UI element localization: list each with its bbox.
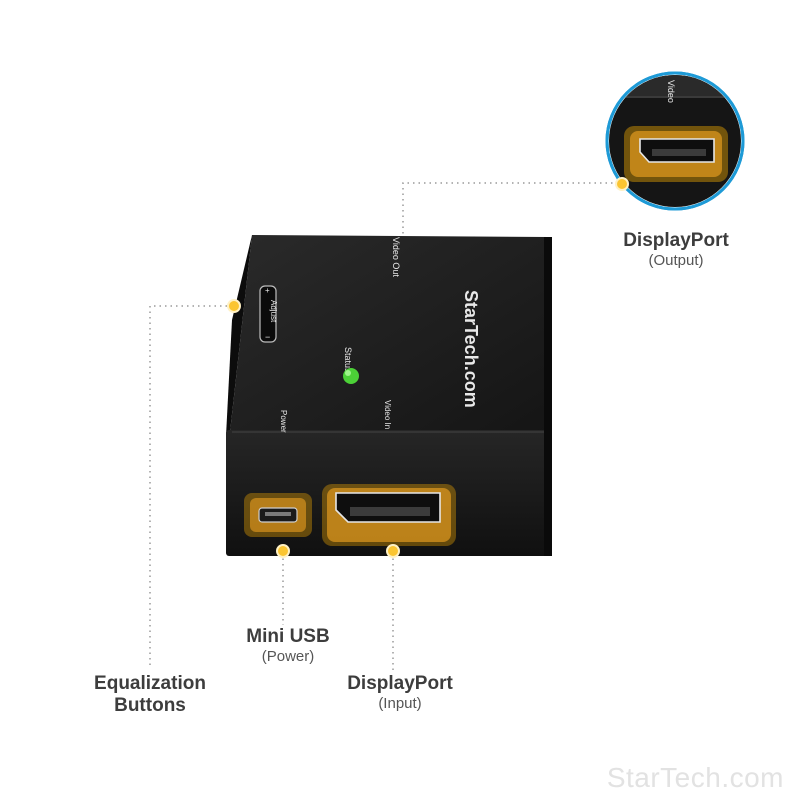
equalization-adjust-button xyxy=(259,285,277,343)
video-out-label: Video Out xyxy=(391,237,401,277)
svg-text:Video: Video xyxy=(666,80,676,103)
device-top-face xyxy=(230,235,548,432)
zoom-detail-output: Video xyxy=(605,71,745,211)
label-displayport-output: DisplayPort (Output) xyxy=(606,230,746,269)
callout-dots xyxy=(227,177,629,558)
svg-text:+: + xyxy=(265,286,270,295)
label-title-line2: Buttons xyxy=(114,694,186,716)
video-in-label: Video In xyxy=(383,400,392,429)
callout-dot-dp-input xyxy=(386,544,400,558)
label-displayport-input: DisplayPort (Input) xyxy=(330,673,470,712)
watermark: StarTech.com xyxy=(606,762,784,793)
leader-line-output xyxy=(402,182,622,272)
label-subtitle: (Output) xyxy=(648,251,704,269)
label-equalization-buttons: Equalization Buttons xyxy=(80,673,220,717)
video-extender-device: Adjust + − Video Out StarTech.com Status… xyxy=(226,235,552,556)
label-title-line1: Equalization xyxy=(94,673,206,694)
leader-lines xyxy=(149,182,622,672)
callout-dot-mini-usb xyxy=(276,544,290,558)
mini-usb-port xyxy=(244,493,312,537)
power-label: Power xyxy=(279,410,288,433)
label-title: DisplayPort xyxy=(623,230,729,251)
label-subtitle: (Power) xyxy=(261,647,315,665)
device-left-face xyxy=(226,235,252,436)
callout-dot-output xyxy=(615,177,629,191)
label-mini-usb: Mini USB (Power) xyxy=(228,626,348,665)
leader-line-equalization xyxy=(149,305,234,665)
label-title: DisplayPort xyxy=(347,673,453,694)
brand-logo-text: StarTech.com xyxy=(461,290,481,408)
label-title: Mini USB xyxy=(246,626,330,647)
status-led xyxy=(343,368,359,384)
adjust-label: Adjust xyxy=(269,300,278,323)
displayport-input-port xyxy=(322,484,456,546)
svg-text:−: − xyxy=(265,332,270,342)
callout-dot-equalization xyxy=(227,299,241,313)
status-label: Status xyxy=(343,347,353,373)
label-subtitle: (Input) xyxy=(378,694,422,712)
